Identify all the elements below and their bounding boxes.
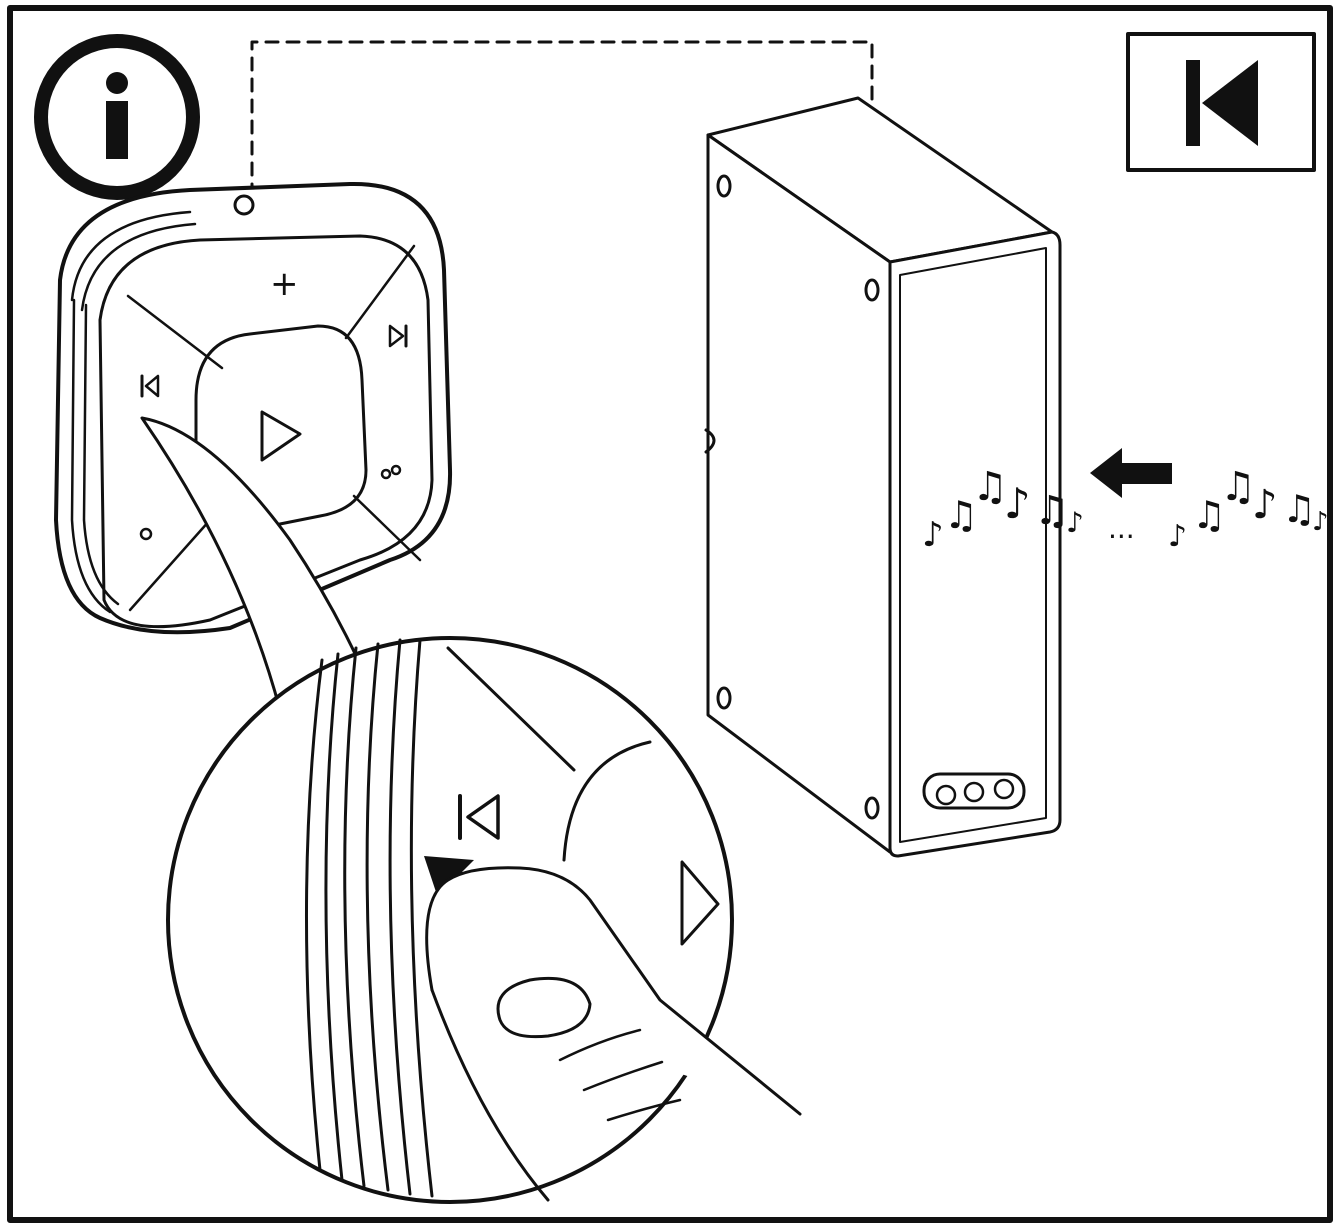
svg-text:♫: ♫	[944, 493, 978, 537]
skip-previous-icon	[458, 794, 500, 840]
svg-text:♫: ♫	[1220, 464, 1256, 510]
dots-label: ...	[1108, 512, 1135, 545]
svg-text:♪: ♪	[922, 515, 944, 555]
skip-previous-icon	[1186, 60, 1258, 146]
svg-text:♪: ♪	[1066, 506, 1084, 539]
svg-text:♫: ♫	[1192, 493, 1226, 537]
bluetooth-icon	[963, 781, 985, 803]
svg-text:♫: ♫	[972, 464, 1008, 510]
remote-control: +	[54, 181, 453, 635]
zoom-callout	[140, 416, 802, 1204]
link-icon	[993, 778, 1015, 800]
svg-text:♪: ♪	[1312, 507, 1329, 537]
svg-text:♪: ♪	[1168, 519, 1187, 554]
play-icon	[680, 860, 720, 946]
finger	[425, 866, 802, 1116]
speaker	[704, 96, 1062, 858]
svg-text:♫: ♫	[1282, 487, 1316, 531]
skip-next-icon	[388, 324, 408, 348]
info-circle-icon	[34, 34, 200, 200]
speaker-port-strip	[922, 772, 1026, 810]
svg-text:♫: ♫	[1034, 488, 1070, 534]
arrow-left-icon	[1090, 448, 1172, 498]
step-symbol-box	[1126, 32, 1316, 172]
svg-text:♪: ♪	[1252, 482, 1278, 528]
power-icon	[935, 784, 957, 806]
music-notes-icon: ♪ ♫ ♫ ♪ ♫ ♪ ♪ ♫ ♫ ♪ ♫ ♪	[922, 464, 1329, 555]
volume-down-icon	[139, 527, 153, 541]
plus-button-label: +	[270, 264, 299, 304]
pairing-led	[233, 194, 255, 216]
play-icon	[260, 410, 302, 462]
link-icon	[380, 464, 402, 480]
svg-text:♪: ♪	[1004, 479, 1031, 528]
skip-previous-icon	[140, 374, 160, 398]
